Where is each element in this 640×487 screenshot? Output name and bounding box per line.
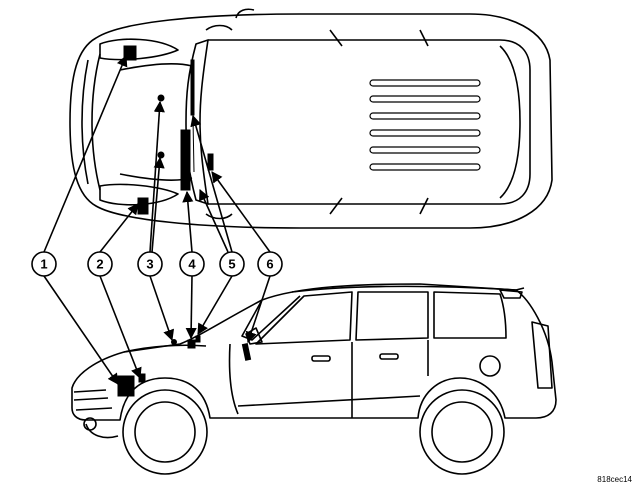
callout-2: 2	[87, 251, 113, 277]
component-1-side	[117, 375, 135, 397]
component-6-top	[207, 153, 214, 171]
callout-4: 4	[179, 251, 205, 277]
callout-5: 5	[219, 251, 245, 277]
callout-1: 1	[31, 251, 57, 277]
side-view-components	[117, 335, 252, 397]
component-4-side	[187, 339, 196, 349]
callout-5-label: 5	[228, 257, 235, 272]
component-5-top	[190, 59, 195, 116]
callout-6-label: 6	[266, 257, 273, 272]
component-3-side	[171, 339, 177, 345]
roof-rack-slats	[369, 79, 481, 171]
callout-1-label: 1	[40, 257, 47, 272]
component-6-side	[241, 342, 252, 361]
figure-code: 818cec14	[597, 475, 632, 484]
component-5-side	[195, 335, 201, 343]
component-2-top	[137, 197, 149, 215]
leader-lines	[43, 54, 271, 385]
callout-6: 6	[257, 251, 283, 277]
callout-2-label: 2	[96, 257, 103, 272]
component-3a-top	[157, 94, 165, 102]
top-view-components	[123, 45, 214, 215]
vehicle-side-view	[71, 283, 557, 439]
callout-4-label: 4	[188, 257, 196, 272]
callouts: 1 2 3 4 5 6	[31, 251, 283, 277]
component-3b-top	[157, 151, 165, 159]
callout-3-label: 3	[146, 257, 153, 272]
vehicle-wheels	[122, 389, 505, 475]
callout-3: 3	[137, 251, 163, 277]
component-4-top	[180, 129, 191, 191]
